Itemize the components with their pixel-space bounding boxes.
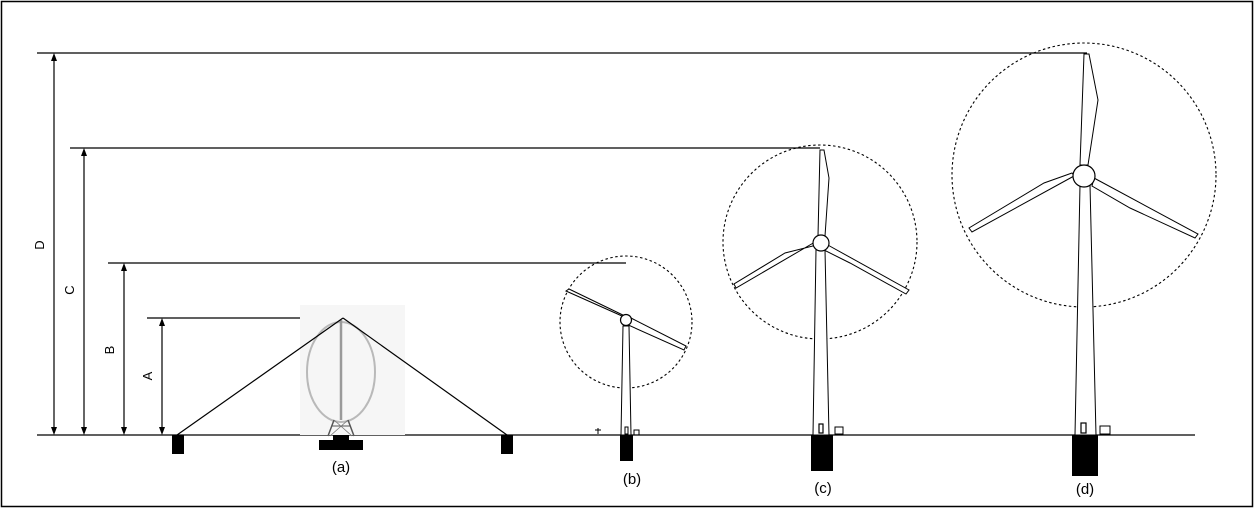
- turbine-c-transformer: [834, 426, 844, 435]
- turbine-b-foundation: [620, 435, 633, 461]
- turbine-a: (a): [172, 305, 513, 476]
- turbine-d-tower: [1074, 184, 1097, 436]
- turbine-c-foundation: [811, 435, 833, 471]
- turbine-b-hub: [619, 313, 633, 327]
- turbine-b-caption: (b): [623, 471, 641, 488]
- turbine-c-caption: (c): [814, 480, 832, 497]
- turbine-a-anchor-left: [172, 435, 184, 454]
- turbine-c-hub: [812, 234, 830, 252]
- turbine-a-photo-background: [300, 305, 405, 435]
- dimension-arrow-a: [159, 318, 165, 435]
- turbine-c-blade-top: [817, 149, 830, 237]
- turbine-b-transformer: [633, 429, 640, 436]
- turbine-a-lattice-base: [327, 419, 355, 437]
- turbine-d-hub: [1072, 164, 1096, 188]
- turbine-b: (b): [559, 255, 693, 488]
- turbine-d-blade-left: [968, 172, 1075, 233]
- dimension-label-c: C: [62, 285, 77, 294]
- turbine-a-foundation: [319, 440, 363, 450]
- turbine-d-door: [1080, 422, 1087, 434]
- turbine-c-tower: [812, 249, 830, 436]
- turbine-d: (d): [951, 42, 1217, 498]
- dimension-label-d: D: [32, 240, 47, 249]
- turbine-d-foundation: [1072, 435, 1098, 476]
- dimension-label-b: B: [102, 346, 117, 355]
- dimension-arrow-d: [51, 53, 57, 435]
- human-scale-figure: [595, 428, 601, 434]
- turbine-b-door: [624, 426, 629, 435]
- dimension-arrow-c: [81, 148, 87, 435]
- turbine-b-tower: [620, 325, 632, 436]
- turbine-b-blade-right: [625, 317, 687, 351]
- turbine-a-guy-cable-left: [176, 317, 344, 436]
- turbine-c-blade-right: [823, 243, 910, 295]
- turbine-a-caption: (a): [332, 459, 350, 476]
- turbine-d-blade-top: [1079, 53, 1099, 166]
- turbine-d-blade-right: [1091, 177, 1199, 239]
- turbine-d-caption: (d): [1076, 481, 1094, 498]
- turbine-a-foundation-neck: [333, 435, 349, 440]
- dimension-arrow-b: [121, 263, 127, 435]
- turbine-c-door: [818, 423, 824, 434]
- turbine-c: (c): [722, 144, 918, 497]
- turbine-d-transformer: [1099, 425, 1111, 435]
- dimension-label-a: A: [140, 371, 155, 380]
- turbine-c-blade-left: [733, 240, 817, 289]
- turbine-a-guy-cable-right: [342, 317, 508, 436]
- turbine-a-anchor-right: [501, 435, 513, 454]
- turbine-b-blade-left: [564, 288, 630, 319]
- turbine-b-rotor-sweep: [559, 255, 693, 389]
